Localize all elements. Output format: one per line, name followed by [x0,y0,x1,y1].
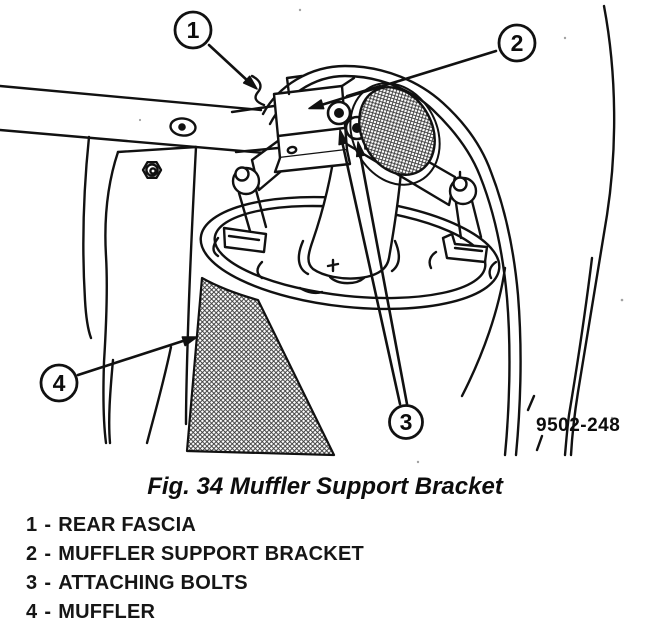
legend-separator: - [44,543,52,565]
legend-label: ATTACHING BOLTS [58,572,248,594]
exhaust-pipe-drawing [297,140,405,285]
bracket-hole [286,145,298,155]
grommet-hole [178,123,186,131]
rim-seam-mark [298,286,324,295]
figure-id: 9502-248 [536,415,620,436]
right-pivot-dome [452,176,468,192]
panel-nut [141,161,163,179]
legend-separator: - [44,572,52,594]
rear-fascia-outline [261,4,616,457]
callout-4-number: 4 [53,370,66,396]
scan-noise [138,8,624,464]
fascia-beam-drawing [0,74,267,155]
callout-2-number: 2 [511,30,524,56]
figure-caption: Fig. 34 Muffler Support Bracket [147,473,503,500]
legend-number: 3 [26,572,38,594]
fascia-seam-hook [250,74,266,107]
callout-4-marker [39,363,79,403]
left-pivot-dome [234,166,250,182]
bracket-arms-drawing [212,110,498,280]
callout-1-marker [173,10,213,50]
legend-number: 4 [26,601,38,623]
legend-item-rear-fascia: 1-REAR FASCIA [26,511,364,540]
legend-separator: - [44,601,52,623]
legend-item-attaching-bolts: 3-ATTACHING BOLTS [26,569,364,598]
rim-clamp-mark [256,260,264,280]
muffler-drawing [185,276,336,457]
callout-3-marker [388,404,424,440]
legend-separator: - [44,514,52,536]
legend-label: REAR FASCIA [58,514,196,536]
legend-label: MUFFLER SUPPORT BRACKET [58,543,364,565]
legend-label: MUFFLER [58,601,156,623]
legend-item-muffler-support-bracket: 2-MUFFLER SUPPORT BRACKET [26,540,364,569]
legend-item-muffler: 4-MUFFLER [26,598,364,623]
callout-leaders [76,43,498,406]
left-panel-drawing [82,135,198,445]
legend-number: 2 [26,543,38,565]
legend-number: 1 [26,514,38,536]
callout-2-marker [497,23,537,63]
outlet-opening-drawing [349,82,441,186]
muffler-bracket-illustration: 1 2 3 4 9502-248 [0,4,624,464]
callout-3-number: 3 [400,409,413,435]
figure-legend: 1-REAR FASCIA 2-MUFFLER SUPPORT BRACKET … [26,511,364,623]
callout-1-number: 1 [187,17,200,43]
